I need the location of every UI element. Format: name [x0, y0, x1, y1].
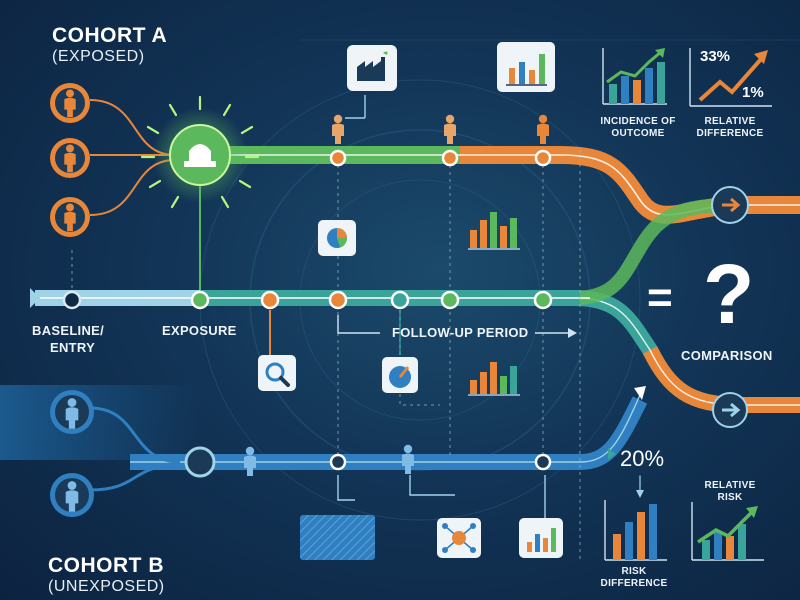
- risk-pct: 20%: [620, 446, 665, 471]
- bar-chart-icon: [604, 500, 667, 561]
- follow-up-arrow: [337, 315, 577, 338]
- small-arrows: [608, 448, 644, 498]
- baseline-label-line1: BASELINE/: [32, 323, 105, 338]
- trend-chart-icon: [602, 48, 667, 105]
- cohort-b-title: COHORT B: [48, 554, 164, 577]
- relative-difference-label-line2: DIFFERENCE: [696, 128, 764, 139]
- bar-chart-icon: [497, 42, 555, 92]
- incidence-label-line2: OUTCOME: [611, 128, 665, 139]
- bar-chart-icon: [468, 362, 520, 396]
- person-icon: [50, 390, 94, 434]
- cohort-b-subtitle: (UNEXPOSED): [48, 578, 165, 595]
- timeline-nodes: [62, 149, 553, 478]
- arrow-right-icon: [711, 186, 749, 224]
- pie-chart-icon: [318, 220, 356, 256]
- trend-chart-icon: [691, 502, 764, 561]
- relative-risk-label-line1: RELATIVE: [704, 480, 756, 491]
- person-icon: [537, 114, 549, 144]
- comparison-label: COMPARISON: [681, 348, 773, 363]
- incidence-label-line1: INCIDENCE OF: [600, 116, 676, 127]
- hatched-panel: [300, 515, 375, 560]
- gauge-icon: [382, 357, 418, 393]
- bar-chart-icon: [468, 212, 520, 250]
- person-icon: [50, 83, 90, 123]
- factory-icon: [347, 45, 397, 91]
- equals-sign: =: [647, 273, 673, 322]
- relative-difference-pct-high: 33%: [700, 48, 731, 65]
- dashed-guides: [71, 150, 641, 560]
- cohort-b-track: [130, 386, 648, 470]
- relative-risk-label-line2: RISK: [717, 492, 743, 503]
- risk-difference-label-line1: RISK: [621, 566, 647, 577]
- magnifier-icon: [258, 355, 296, 391]
- person-icon: [332, 114, 344, 144]
- question-mark: ?: [703, 247, 755, 341]
- trend-chart-icon: [689, 48, 772, 107]
- person-icon: [444, 114, 456, 144]
- bar-chart-icon: [519, 518, 563, 558]
- cohort-a-people: [50, 83, 549, 237]
- arrow-right-icon: [712, 392, 748, 428]
- relative-difference-label-line1: RELATIVE: [704, 116, 756, 127]
- alarm-light-icon: [140, 95, 260, 209]
- cohort-b-people: [50, 390, 414, 517]
- cohort-a-title: COHORT A: [52, 24, 168, 47]
- relative-difference-pct-low: 1%: [742, 84, 764, 101]
- person-icon: [50, 197, 90, 237]
- network-person-icon: [437, 518, 481, 558]
- risk-difference-label-line2: DIFFERENCE: [600, 578, 668, 589]
- exposure-label: EXPOSURE: [162, 323, 237, 338]
- person-icon: [50, 138, 90, 178]
- baseline-label-line2: ENTRY: [50, 340, 96, 355]
- person-icon: [244, 446, 256, 476]
- baseline-track: [30, 288, 590, 308]
- person-icon: [50, 473, 94, 517]
- follow-up-label: FOLLOW-UP PERIOD: [392, 325, 529, 340]
- cohort-a-subtitle: (EXPOSED): [52, 48, 145, 65]
- cohort-b-band: [0, 385, 200, 460]
